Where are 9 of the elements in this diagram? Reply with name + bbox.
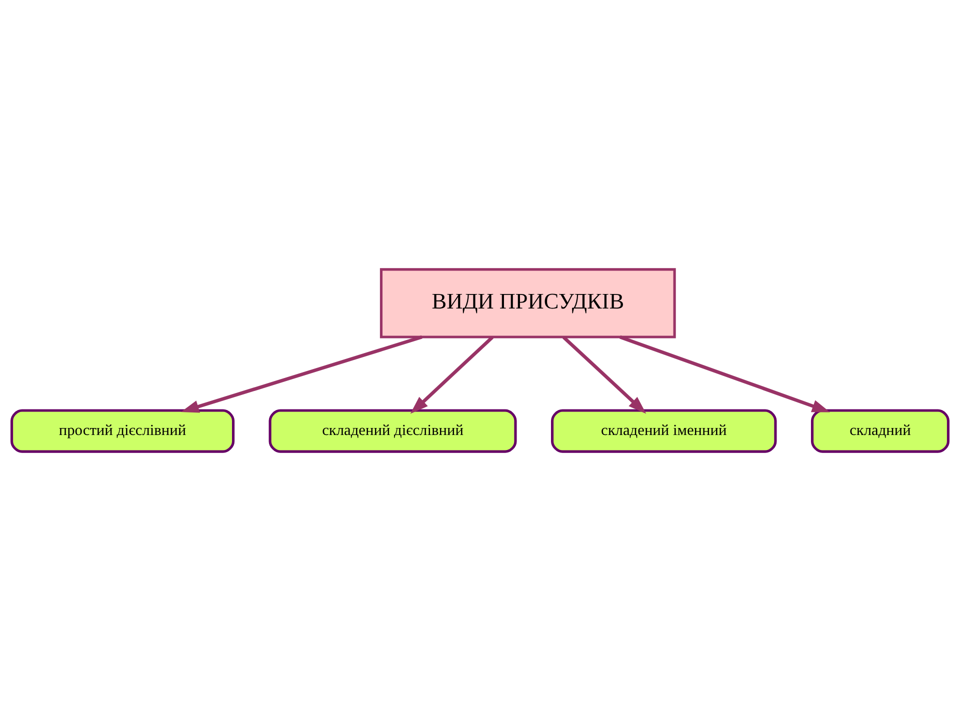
arrow <box>180 334 422 412</box>
node-box: складений іменний <box>550 408 777 452</box>
node-box: простий дієслівний <box>10 408 235 452</box>
arrow <box>562 335 646 414</box>
node-box: складний <box>810 408 950 452</box>
node-box: складений дієслівний <box>268 408 517 452</box>
arrow <box>619 334 830 412</box>
node-box: ВИДИ ПРИСУДКІВ <box>380 268 676 338</box>
arrow <box>410 335 494 414</box>
